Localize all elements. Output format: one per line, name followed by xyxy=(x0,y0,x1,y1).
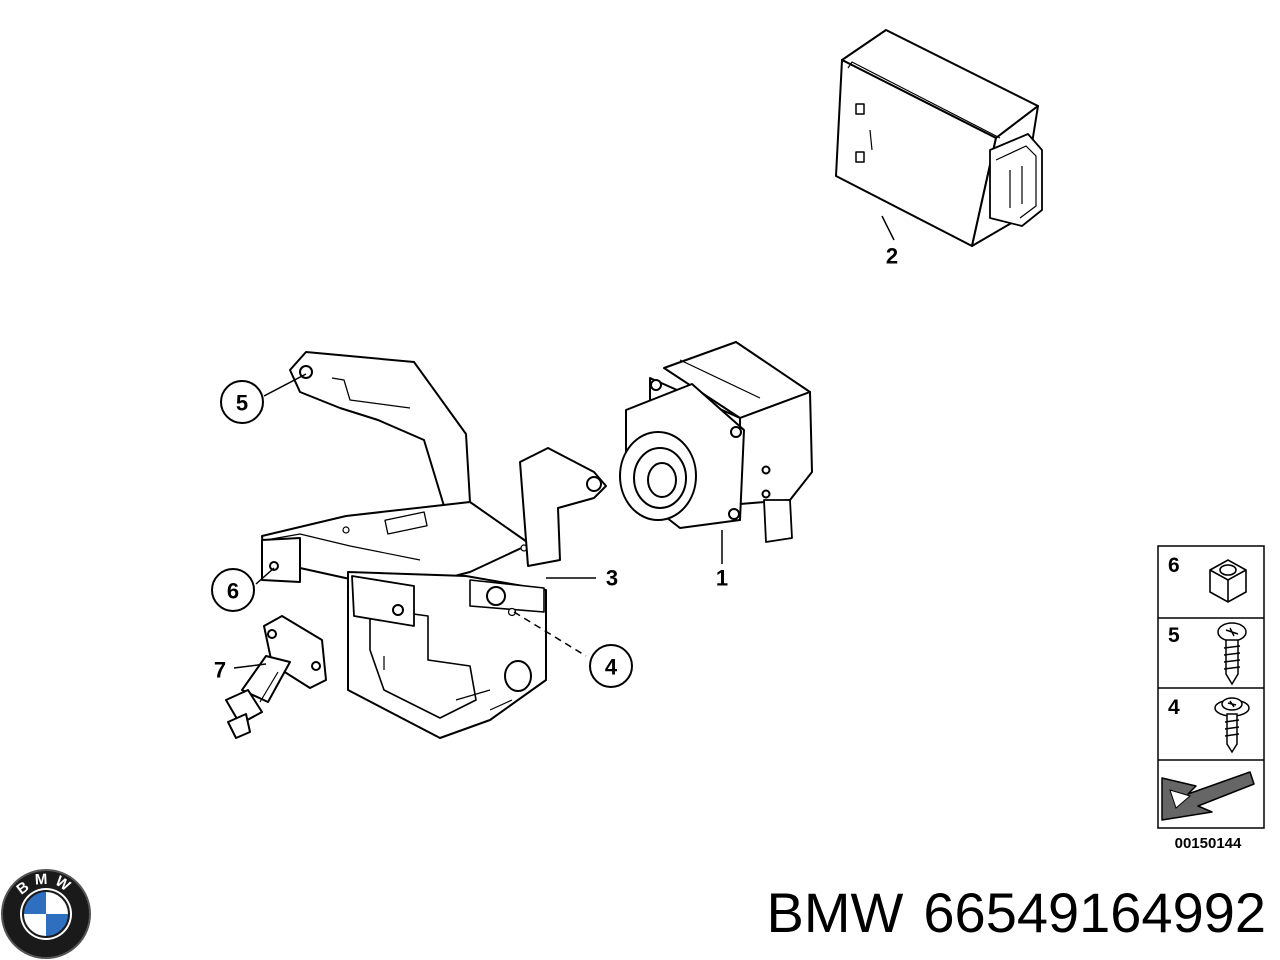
part-number: 66549164992 xyxy=(923,881,1266,944)
leader-line-7 xyxy=(233,663,267,669)
legend-row-label-6: 6 xyxy=(1168,554,1180,577)
callout-labels: 1 2 3 4 5 6 7 xyxy=(214,244,898,683)
control-module-part-2 xyxy=(835,29,1043,247)
leader-lines xyxy=(233,373,596,669)
bmw-logo: BMW xyxy=(1,869,91,959)
forward-arrow-icon xyxy=(1161,771,1255,821)
diagram-reference-code: 00150144 xyxy=(1175,835,1242,852)
brand-name: BMW xyxy=(767,881,904,944)
part-caption: BMW 66549164992 xyxy=(767,881,1266,944)
mounting-bracket-part-3 xyxy=(261,351,607,739)
legend-row-label-5: 5 xyxy=(1168,624,1180,647)
hex-nut-icon xyxy=(1209,559,1247,603)
callout-label-3: 3 xyxy=(606,566,618,591)
callout-label-4: 4 xyxy=(605,655,618,680)
callout-circles xyxy=(211,380,633,688)
camera-module-part-1 xyxy=(619,341,813,543)
leader-line-4 xyxy=(513,611,587,657)
screw-icon xyxy=(1217,622,1247,686)
leader-line-5 xyxy=(263,373,307,397)
sensor-part-7 xyxy=(225,615,327,739)
callout-circle-4 xyxy=(589,644,633,688)
callout-circle-5 xyxy=(220,380,264,424)
callout-label-6: 6 xyxy=(227,579,239,604)
leader-line-6 xyxy=(255,567,275,585)
leader-line-2 xyxy=(881,215,895,241)
flange-screw-icon xyxy=(1214,697,1250,754)
callout-label-5: 5 xyxy=(236,391,248,416)
callout-label-7: 7 xyxy=(214,658,226,683)
callout-circle-6 xyxy=(211,568,255,612)
callout-label-1: 1 xyxy=(716,566,728,591)
callout-label-2: 2 xyxy=(886,244,898,269)
legend-row-label-4: 4 xyxy=(1168,696,1180,719)
fastener-legend: 6 5 4 00150 xyxy=(1157,545,1265,852)
